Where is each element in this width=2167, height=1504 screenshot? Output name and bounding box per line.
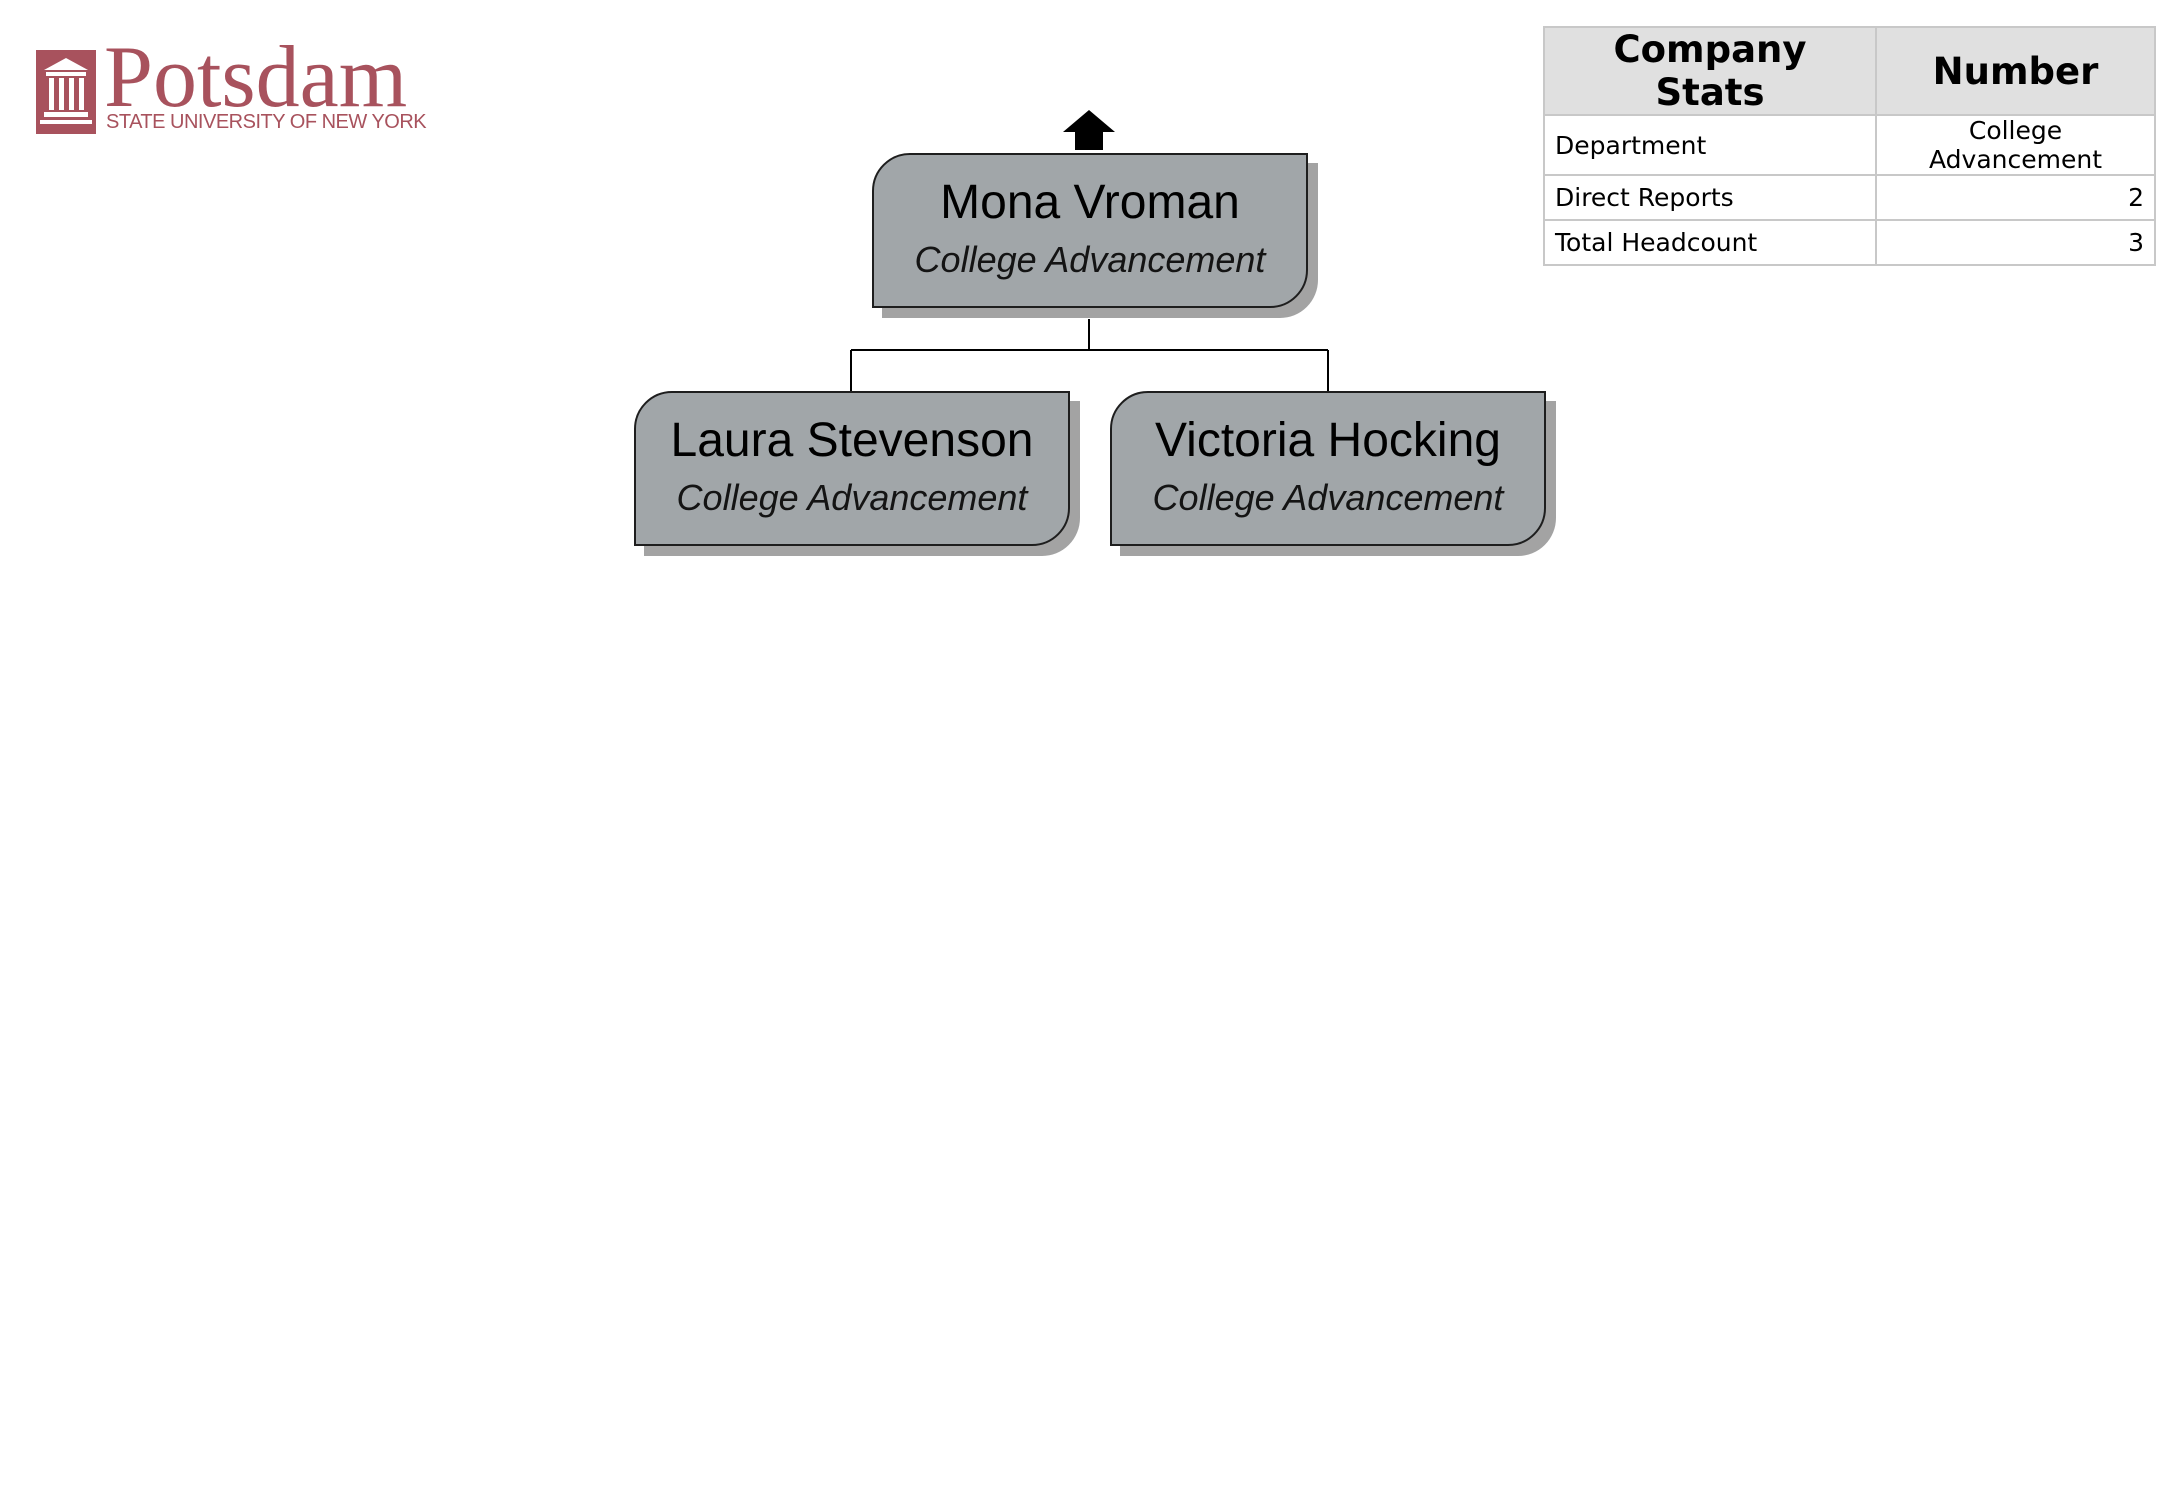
company-stats-table: Company Stats Number Department College … bbox=[1543, 26, 2156, 266]
stats-label-total-headcount: Total Headcount bbox=[1543, 219, 1877, 266]
table-row: Department College Advancement bbox=[1543, 114, 2156, 176]
table-row: Direct Reports 2 bbox=[1543, 174, 2156, 221]
org-node-report-1[interactable]: Laura Stevenson College Advancement bbox=[634, 391, 1080, 556]
node-box: Laura Stevenson College Advancement bbox=[634, 391, 1070, 546]
stats-label-direct-reports: Direct Reports bbox=[1543, 174, 1877, 221]
logo-wordmark: Potsdam bbox=[104, 29, 408, 126]
node-department: College Advancement bbox=[676, 476, 1028, 518]
stats-value-direct-reports: 2 bbox=[1875, 174, 2156, 221]
stats-value-total-headcount: 3 bbox=[1875, 219, 2156, 266]
stats-header-company: Company Stats bbox=[1543, 26, 1877, 116]
node-box: Victoria Hocking College Advancement bbox=[1110, 391, 1546, 546]
node-name: Victoria Hocking bbox=[1155, 414, 1501, 467]
node-box: Mona Vroman College Advancement bbox=[872, 153, 1308, 308]
columns-seal-icon bbox=[36, 50, 96, 134]
stats-value-department: College Advancement bbox=[1875, 114, 2156, 176]
logo-tagline: STATE UNIVERSITY OF NEW YORK bbox=[106, 111, 427, 133]
node-name: Mona Vroman bbox=[940, 176, 1240, 229]
up-arrow-icon[interactable] bbox=[1063, 110, 1115, 150]
node-name: Laura Stevenson bbox=[670, 414, 1034, 467]
node-department: College Advancement bbox=[1152, 476, 1504, 518]
org-chart-connectors bbox=[850, 319, 1329, 391]
org-node-manager[interactable]: Mona Vroman College Advancement bbox=[872, 153, 1318, 318]
node-department: College Advancement bbox=[914, 238, 1266, 280]
org-node-report-2[interactable]: Victoria Hocking College Advancement bbox=[1110, 391, 1556, 556]
potsdam-logo: Potsdam STATE UNIVERSITY OF NEW YORK bbox=[32, 34, 427, 140]
stats-header-row: Company Stats Number bbox=[1543, 26, 2156, 116]
table-row: Total Headcount 3 bbox=[1543, 219, 2156, 266]
stats-header-number: Number bbox=[1875, 26, 2156, 116]
stats-label-department: Department bbox=[1543, 114, 1877, 176]
